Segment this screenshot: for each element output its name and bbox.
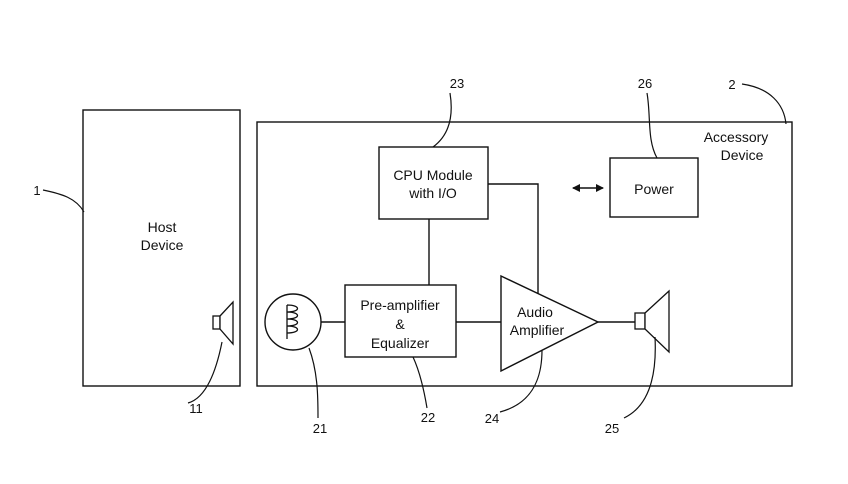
leader-2 <box>741 83 787 125</box>
leader-22 <box>412 356 428 409</box>
power-block: Power <box>609 157 699 218</box>
host-speaker-icon <box>212 300 234 346</box>
power-box <box>609 157 699 218</box>
cpu-module-box <box>378 146 489 220</box>
leader-23 <box>432 92 452 148</box>
ref-2: 2 <box>728 77 735 92</box>
reference-numbers: 1 11 2 23 26 21 22 24 25 <box>33 76 735 436</box>
preamp-box <box>344 284 457 358</box>
host-device-label-line2: Device <box>141 237 184 253</box>
ref-24: 24 <box>485 411 499 426</box>
audio-amplifier-label-line1: Audio <box>517 304 553 320</box>
wire-cpu-to-amplifier <box>488 183 539 294</box>
cpu-module: CPU Module with I/O <box>378 146 489 220</box>
ref-26: 26 <box>638 76 652 91</box>
accessory-speaker-icon <box>634 289 670 354</box>
leader-11 <box>187 341 223 404</box>
ref-25: 25 <box>605 421 619 436</box>
host-device: Host Device <box>82 109 241 387</box>
leader-24 <box>499 349 543 413</box>
leader-25 <box>623 336 656 419</box>
ref-22: 22 <box>421 410 435 425</box>
reference-leaders <box>42 83 787 419</box>
preamp-label-line2: & <box>395 316 405 332</box>
ref-23: 23 <box>450 76 464 91</box>
accessory-device-label-line1: Accessory <box>704 129 769 145</box>
audio-amplifier-label-line2: Amplifier <box>510 322 565 338</box>
host-device-box <box>82 109 241 387</box>
host-device-label-line1: Host <box>148 219 177 235</box>
preamp-label-line3: Equalizer <box>371 335 430 351</box>
cpu-module-label-line1: CPU Module <box>393 167 473 183</box>
cpu-module-label-line2: with I/O <box>408 185 457 201</box>
leader-26 <box>646 92 658 159</box>
audio-amplifier: Audio Amplifier <box>500 274 600 373</box>
power-label: Power <box>634 181 674 197</box>
leader-1 <box>42 189 85 213</box>
signal-wires <box>321 183 635 323</box>
ref-11: 11 <box>189 401 203 416</box>
ref-1: 1 <box>33 183 40 198</box>
microphone-icon <box>264 293 322 351</box>
preamp-label-line1: Pre-amplifier <box>360 297 440 313</box>
ref-21: 21 <box>313 421 327 436</box>
audio-amplifier-triangle <box>500 274 600 373</box>
preamp-equalizer: Pre-amplifier & Equalizer <box>344 284 457 358</box>
leader-21 <box>308 347 319 419</box>
accessory-device-label-line2: Device <box>721 147 764 163</box>
